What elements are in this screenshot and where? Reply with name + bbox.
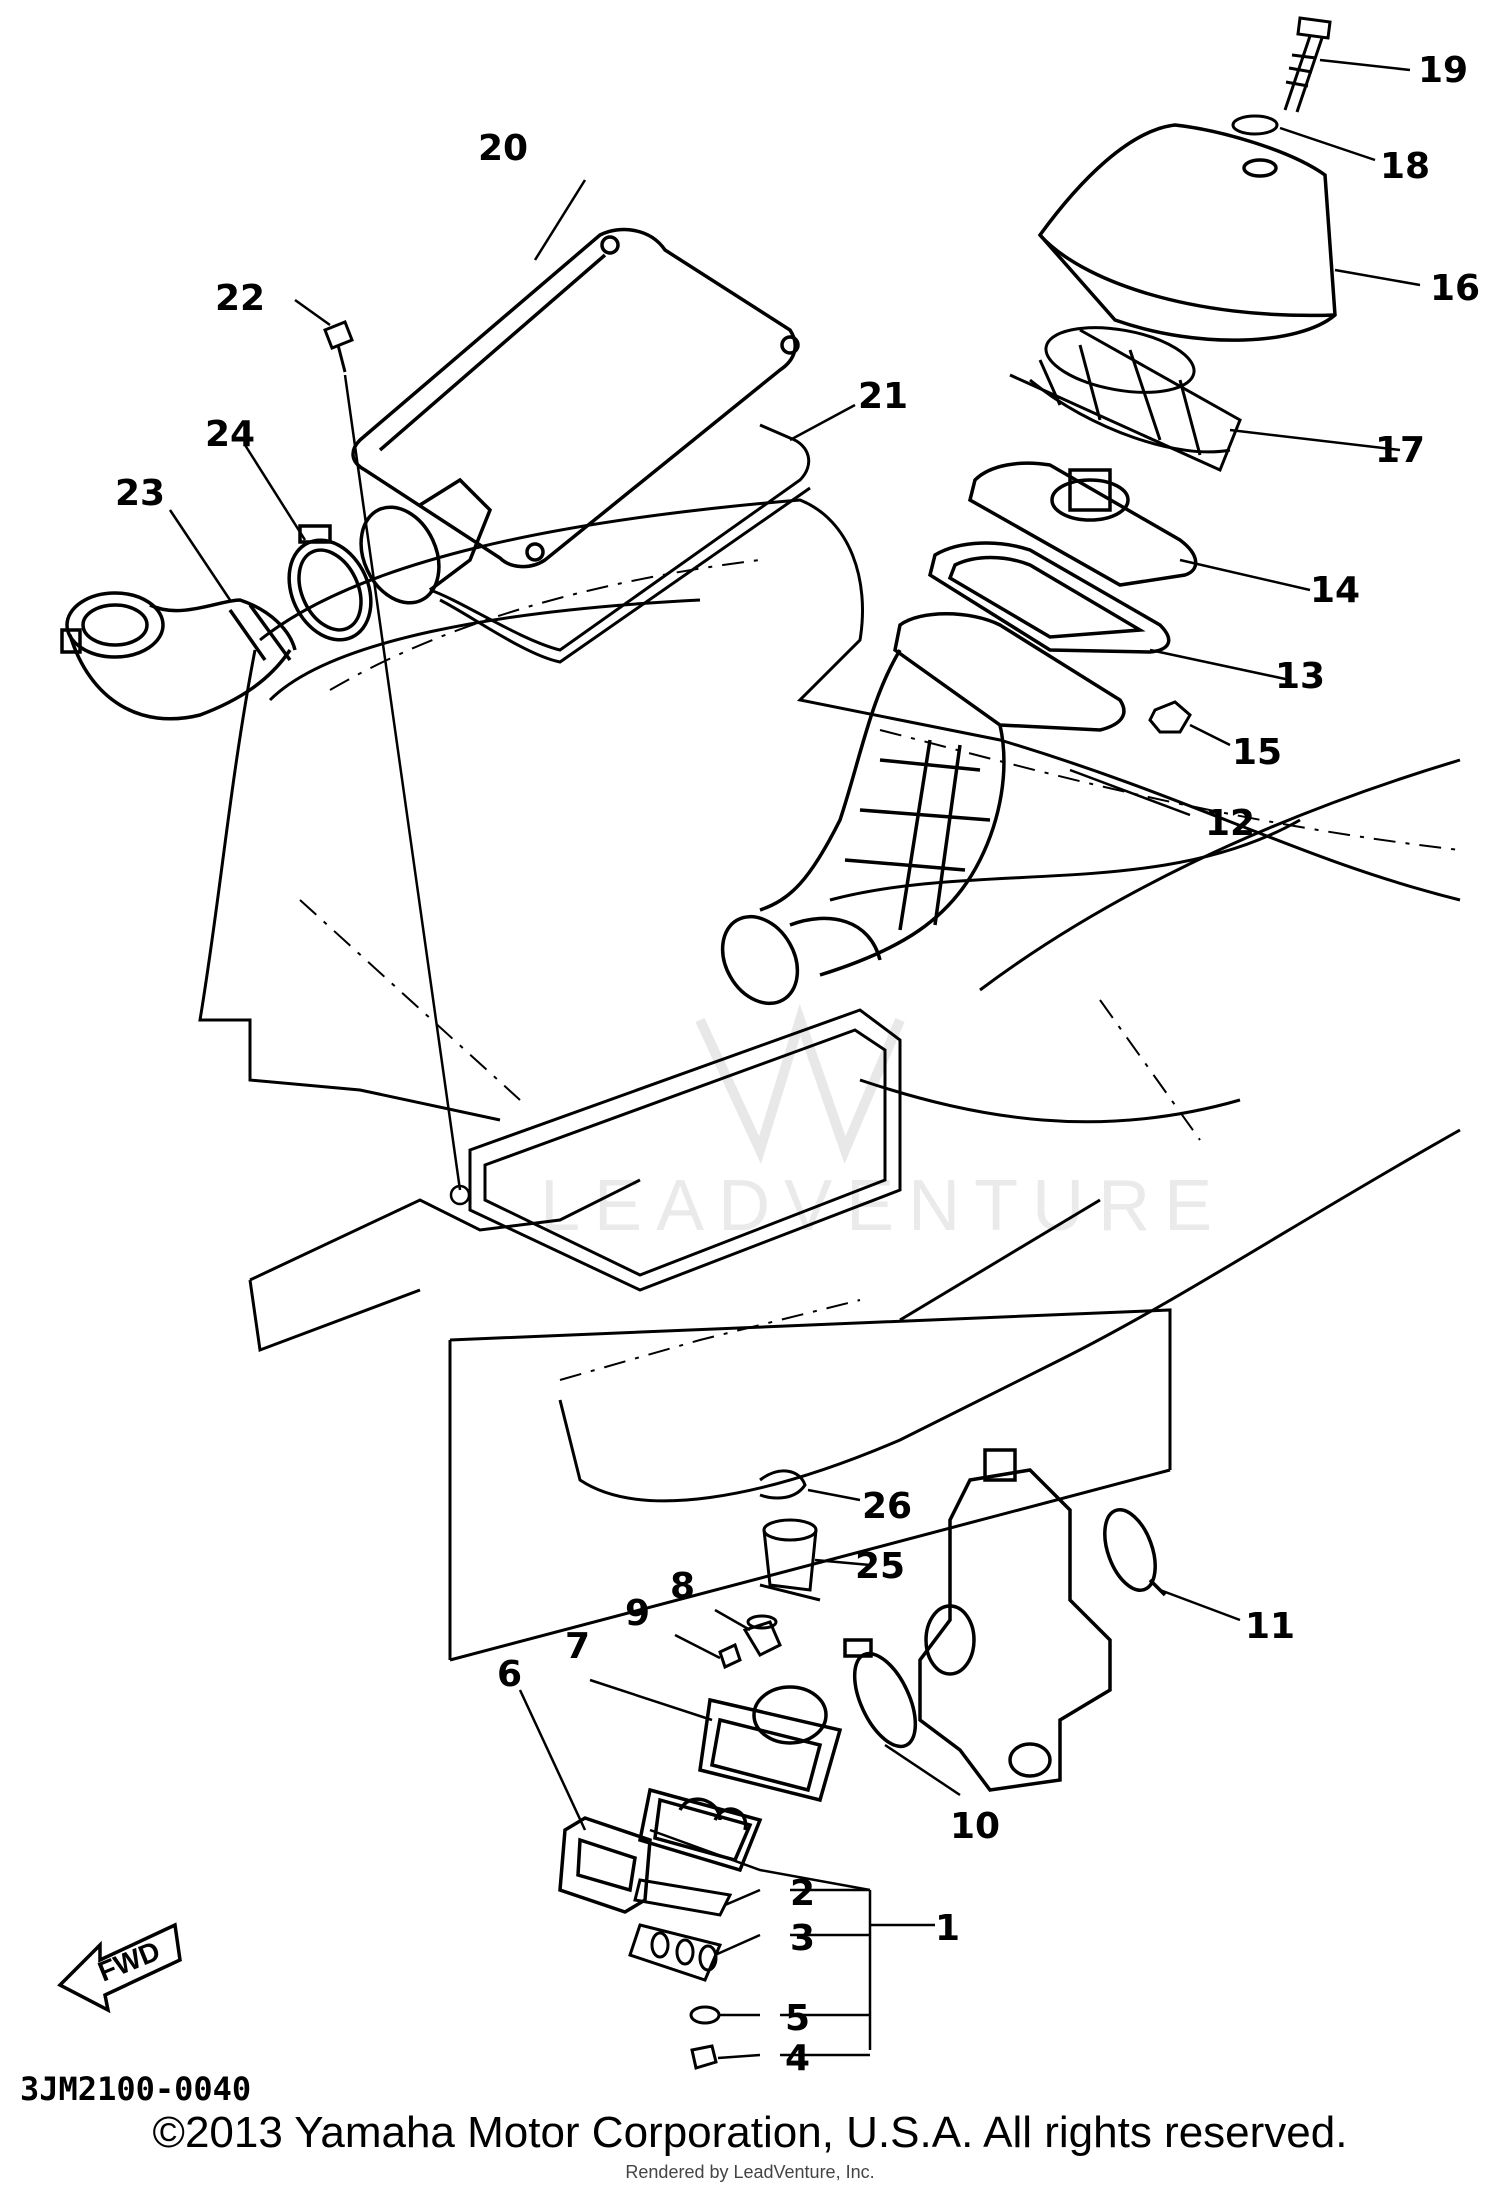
airbox-tray-outline: [468, 1008, 902, 1292]
copyright-notice: ©2013 Yamaha Motor Corporation, U.S.A. A…: [152, 2108, 1348, 2157]
callout-16: 16: [1430, 268, 1480, 309]
part-25-fitting: [759, 1518, 821, 1602]
part-13-gasket-ring: [927, 541, 1171, 654]
callout-10: 10: [950, 1806, 1000, 1847]
filter-cover-outlet: [359, 477, 493, 605]
part-7-manifold: [698, 1685, 843, 1803]
callout-4: 4: [785, 2038, 810, 2079]
part-17-filter-cage: [1009, 326, 1242, 473]
callout-3: 3: [790, 1918, 815, 1959]
diagram-code: 3JM2100-0040: [20, 2070, 251, 2108]
callout-9: 9: [625, 1593, 650, 1634]
part-24-hose-clamp: [287, 524, 373, 642]
watermark: LEADVENTURE: [540, 1003, 1226, 1246]
part-5-washer: [689, 2005, 721, 2025]
rendered-by-notice: Rendered by LeadVenture, Inc.: [625, 2162, 875, 2182]
callout-14: 14: [1310, 570, 1360, 611]
part-2-reed-stopper: [633, 1878, 733, 1917]
callout-8: 8: [670, 1566, 695, 1607]
callout-25: 25: [855, 1546, 905, 1587]
callout-23: 23: [115, 473, 165, 514]
part-3-reed-petal: [628, 1923, 723, 1982]
part-9-spring: [718, 1642, 742, 1670]
callout-24: 24: [205, 414, 255, 455]
part-16-cone-cap: [1037, 123, 1337, 342]
callout-22: 22: [215, 278, 265, 319]
callout-11: 11: [1245, 1606, 1295, 1647]
part-19-screw: [1283, 16, 1332, 113]
watermark-text: LEADVENTURE: [540, 1166, 1226, 1246]
callout-7: 7: [565, 1626, 590, 1667]
seat-body-outline: [198, 498, 1461, 1503]
callout-17: 17: [1375, 430, 1425, 471]
callout-5: 5: [785, 1998, 810, 2039]
callout-2: 2: [790, 1873, 815, 1914]
part-12-intake-duct: [720, 612, 1126, 1006]
part-26-clip: [759, 1469, 807, 1500]
callout-6: 6: [497, 1654, 522, 1695]
part-10-clamp: [843, 1638, 918, 1749]
part-8-plug: [742, 1614, 782, 1657]
part-15-nut: [1148, 700, 1192, 734]
lower-callout-frame: [448, 1308, 1172, 1662]
carburetor: [918, 1448, 1112, 1792]
part-23-intake-elbow: [60, 591, 297, 721]
part-21-gasket: [429, 423, 811, 664]
part-22-bolt: [323, 320, 354, 373]
part-1-reed-valve: [637, 1787, 763, 1873]
leader-lines: [168, 58, 1421, 2060]
callout-13: 13: [1275, 656, 1325, 697]
part-11-clamp: [1103, 1508, 1167, 1597]
callout-21: 21: [858, 376, 908, 417]
callout-12: 12: [1205, 803, 1255, 844]
callout-26: 26: [862, 1486, 912, 1527]
callout-20: 20: [478, 128, 528, 169]
callout-19: 19: [1418, 50, 1468, 91]
part-4-screw: [690, 2044, 718, 2070]
part-6-gasket: [558, 1816, 652, 1914]
part-20-filter-cover: [351, 227, 800, 569]
callout-1: 1: [935, 1908, 960, 1949]
part-18-washer: [1231, 114, 1279, 136]
fwd-arrow-icon: FWD: [57, 1922, 182, 2014]
callout-18: 18: [1380, 146, 1430, 187]
assembly-leader-line: [343, 374, 471, 1206]
callout-15: 15: [1232, 732, 1282, 773]
part-14-plate: [967, 461, 1198, 587]
callout-labels: 19 18 16 17 14 13 15 12 20 21 22 24 23 2…: [115, 50, 1480, 2079]
